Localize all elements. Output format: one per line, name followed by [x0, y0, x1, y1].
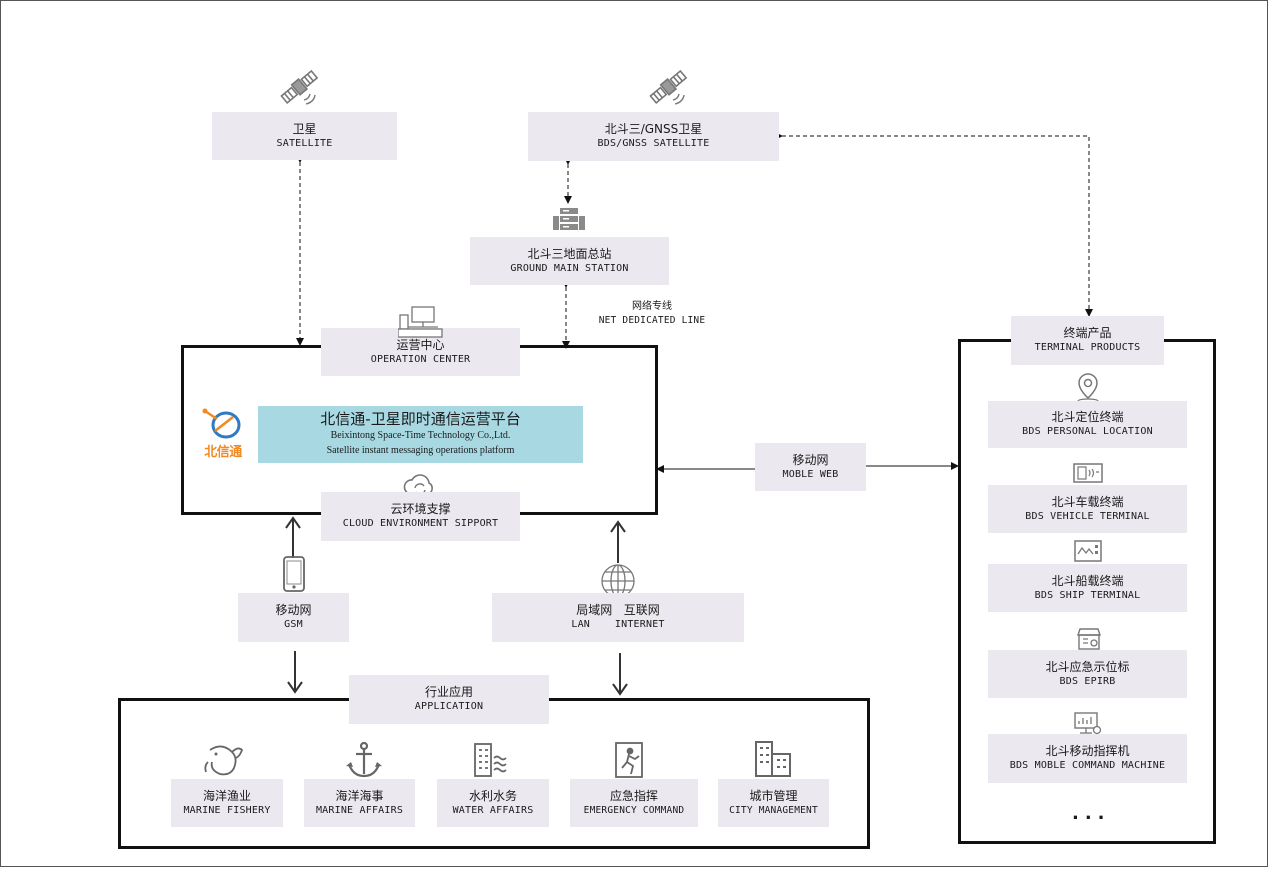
terminal-item-personal-location: 北斗定位终端 BDS PERSONAL LOCATION: [988, 401, 1187, 448]
app-item-label-en: WATER AFFAIRS: [452, 804, 534, 816]
ground-station-label: 北斗三地面总站 GROUND MAIN STATION: [470, 237, 669, 285]
fish-icon: [204, 745, 244, 776]
beixintong-logo-text: 北信通: [204, 445, 242, 460]
epirb-icon: [1077, 628, 1101, 650]
bds-satellite-label: 北斗三/GNSS卫星 BDS/GNSS SATELLITE: [528, 112, 779, 161]
cloud-label-en: CLOUD ENVIRONMENT SIPPORT: [342, 518, 499, 529]
platform-tagline: Satellite instant messaging operations p…: [326, 445, 515, 456]
app-item-label-cn: 城市管理: [749, 788, 798, 803]
computer-icon: [398, 306, 443, 338]
cloud-label: 云环境支撑 CLOUD ENVIRONMENT SIPPORT: [321, 492, 520, 541]
terminal-item-label-cn: 北斗应急示位标: [1045, 659, 1130, 674]
app-item-label-en: MARINE AFFAIRS: [315, 804, 404, 816]
net-line-label: 网络专线 NET DEDICATED LINE: [590, 300, 714, 327]
lan-label-cn: 局域网 互联网: [576, 603, 660, 617]
app-item-marine-fishery: 海洋渔业 MARINE FISHERY: [171, 779, 283, 827]
ground-station-label-cn: 北斗三地面总站: [527, 246, 612, 261]
app-item-label-en: MARINE FISHERY: [183, 804, 271, 816]
application-label: 行业应用 APPLICATION: [349, 675, 549, 724]
terminal-item-ship: 北斗船载终端 BDS SHIP TERMINAL: [988, 564, 1187, 612]
mobile-web-label-cn: 移动网: [792, 452, 829, 467]
server-icon: [553, 208, 585, 230]
satellite-label-en: SATELLITE: [276, 137, 333, 149]
terminal-item-label-cn: 北斗车载终端: [1051, 494, 1124, 509]
globe-icon: [601, 564, 635, 598]
platform-title: 北信通-卫星即时通信运营平台: [320, 410, 521, 428]
terminal-item-label-cn: 北斗定位终端: [1051, 410, 1124, 424]
anchor-icon: [346, 741, 382, 778]
beixintong-logo-icon: [202, 408, 241, 439]
command-machine-icon: [1074, 712, 1102, 735]
terminal-products-label: 终端产品 TERMINAL PRODUCTS: [1011, 316, 1164, 365]
app-item-marine-affairs: 海洋海事 MARINE AFFAIRS: [304, 779, 415, 827]
application-label-en: APPLICATION: [414, 701, 484, 712]
location-pin-icon: [1077, 373, 1099, 404]
mobile-web-label: 移动网 MOBLE WEB: [755, 443, 866, 491]
emergency-exit-icon: [615, 742, 643, 778]
satellite-icon: [649, 69, 688, 105]
city-icon: [755, 741, 791, 777]
gsm-label-en: GSM: [284, 619, 303, 630]
terminal-item-label-en: BDS PERSONAL LOCATION: [1022, 426, 1153, 437]
water-building-icon: [474, 743, 507, 777]
lan-label-en: LAN INTERNET: [571, 619, 665, 630]
phone-icon: [283, 556, 305, 592]
app-item-label-en: CITY MANAGEMENT: [729, 804, 818, 816]
bds-satellite-label-cn: 北斗三/GNSS卫星: [604, 122, 703, 136]
operation-center-label-en: OPERATION CENTER: [370, 353, 471, 365]
app-item-label-cn: 海洋渔业: [202, 788, 251, 803]
platform-banner: 北信通-卫星即时通信运营平台 Beixintong Space-Time Tec…: [258, 406, 583, 463]
platform-subtitle: Beixintong Space-Time Technology Co.,Ltd…: [330, 430, 511, 441]
terminal-item-label-en: BDS VEHICLE TERMINAL: [1025, 510, 1150, 522]
terminal-item-label-en: BDS EPIRB: [1059, 675, 1116, 687]
terminal-item-label-en: BDS SHIP TERMINAL: [1034, 589, 1141, 601]
more-terminals-ellipsis: ...: [1072, 803, 1111, 824]
terminal-products-label-cn: 终端产品: [1063, 326, 1112, 340]
terminal-item-label-cn: 北斗船载终端: [1051, 573, 1124, 588]
app-item-label-en: EMERGENCY COMMAND: [583, 804, 685, 816]
app-item-emergency-command: 应急指挥 EMERGENCY COMMAND: [570, 779, 698, 827]
bds-satellite-label-en: BDS/GNSS SATELLITE: [597, 138, 710, 149]
terminal-item-vehicle: 北斗车载终端 BDS VEHICLE TERMINAL: [988, 485, 1187, 533]
gsm-label: 移动网 GSM: [238, 593, 349, 642]
gsm-label-cn: 移动网: [275, 603, 312, 617]
terminal-products-label-en: TERMINAL PRODUCTS: [1034, 342, 1141, 353]
satellite-icon: [280, 69, 319, 105]
ship-terminal-icon: [1074, 540, 1102, 562]
cloud-label-cn: 云环境支撑: [390, 502, 451, 516]
vehicle-terminal-icon: [1073, 463, 1103, 483]
app-item-city-management: 城市管理 CITY MANAGEMENT: [718, 779, 829, 827]
terminal-item-command-machine: 北斗移动指挥机 BDS MOBLE COMMAND MACHINE: [988, 734, 1187, 783]
terminal-item-label-en: BDS MOBLE COMMAND MACHINE: [1009, 760, 1166, 771]
app-item-label-cn: 应急指挥: [609, 788, 658, 803]
lan-label: 局域网 互联网 LAN INTERNET: [492, 593, 744, 642]
app-item-water-affairs: 水利水务 WATER AFFAIRS: [437, 779, 549, 827]
app-item-label-cn: 水利水务: [468, 788, 517, 803]
net-line-label-cn: 网络专线: [632, 301, 672, 312]
net-line-label-en: NET DEDICATED LINE: [598, 315, 706, 326]
ground-station-label-en: GROUND MAIN STATION: [510, 262, 629, 274]
terminal-item-label-cn: 北斗移动指挥机: [1045, 744, 1130, 758]
satellite-label-cn: 卫星: [292, 121, 317, 136]
app-item-label-cn: 海洋海事: [335, 788, 384, 803]
mobile-web-label-en: MOBLE WEB: [782, 468, 839, 480]
satellite-label: 卫星 SATELLITE: [212, 112, 397, 160]
application-label-cn: 行业应用: [424, 685, 473, 699]
terminal-item-epirb: 北斗应急示位标 BDS EPIRB: [988, 650, 1187, 698]
operation-center-label-cn: 运营中心: [396, 337, 445, 352]
